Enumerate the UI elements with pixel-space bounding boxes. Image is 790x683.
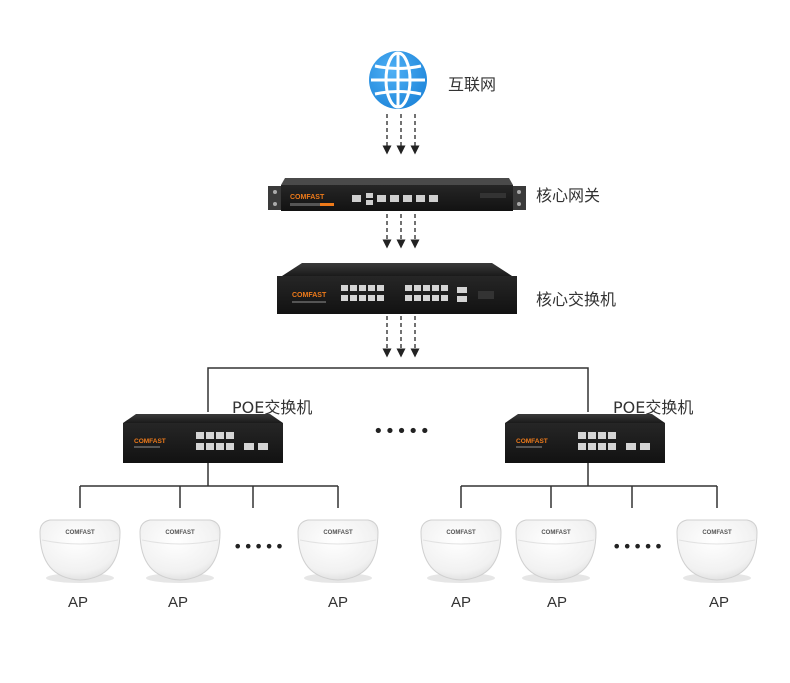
ap-label: AP <box>708 594 729 611</box>
switches-ellipsis: ••••• <box>373 421 432 442</box>
core-switch-brand-text: COMFAST <box>292 292 327 299</box>
poe-switch-right-label: POE交换机 <box>613 398 694 417</box>
ap-label: AP <box>450 594 471 611</box>
ap-label: AP <box>327 594 348 611</box>
downlink-arrows-core-switch <box>382 316 420 358</box>
uplink-arrows-gateway-switch <box>382 214 420 249</box>
ap-ellipsis-right: ••••• <box>612 537 665 556</box>
ap-label: AP <box>67 594 88 611</box>
poe-switch-left-device: COMFAST <box>123 414 283 463</box>
ap-brand-text: COMFAST <box>323 530 353 536</box>
ap-brand-text: COMFAST <box>446 530 476 536</box>
distribution-lines <box>207 367 589 412</box>
ap-label: AP <box>546 594 567 611</box>
access-point-device: COMFAST <box>139 519 221 583</box>
access-point-device: COMFAST <box>420 519 502 583</box>
core-switch-label: 核心交换机 <box>536 290 617 309</box>
ap-brand-text: COMFAST <box>541 530 571 536</box>
access-point-device: COMFAST <box>297 519 379 583</box>
access-points: COMFAST COMFAST COMFAST COMFAST COMFAST COMFA… <box>39 519 758 583</box>
globe-icon <box>369 51 427 109</box>
core-switch-device: COMFAST <box>277 263 517 314</box>
ap-brand-text: COMFAST <box>702 530 732 536</box>
access-point-device: COMFAST <box>39 519 121 583</box>
gateway-brand-text: COMFAST <box>290 194 325 201</box>
access-point-device: COMFAST <box>515 519 597 583</box>
core-gateway-device: COMFAST <box>268 178 526 211</box>
ap-label: AP <box>167 594 188 611</box>
poe-left-brand-text: COMFAST <box>134 438 166 445</box>
poe-switch-left-label: POE交换机 <box>232 398 313 417</box>
internet-label: 互联网 <box>448 75 497 94</box>
ap-tree-lines <box>79 463 718 508</box>
core-gateway-label: 核心网关 <box>536 186 601 205</box>
poe-switch-right-device: COMFAST <box>505 414 665 463</box>
access-point-device: COMFAST <box>676 519 758 583</box>
ap-brand-text: COMFAST <box>65 530 95 536</box>
poe-right-brand-text: COMFAST <box>516 438 548 445</box>
ap-ellipsis-left: ••••• <box>233 537 286 556</box>
uplink-arrows-internet-gateway <box>382 114 420 155</box>
ap-brand-text: COMFAST <box>165 530 195 536</box>
